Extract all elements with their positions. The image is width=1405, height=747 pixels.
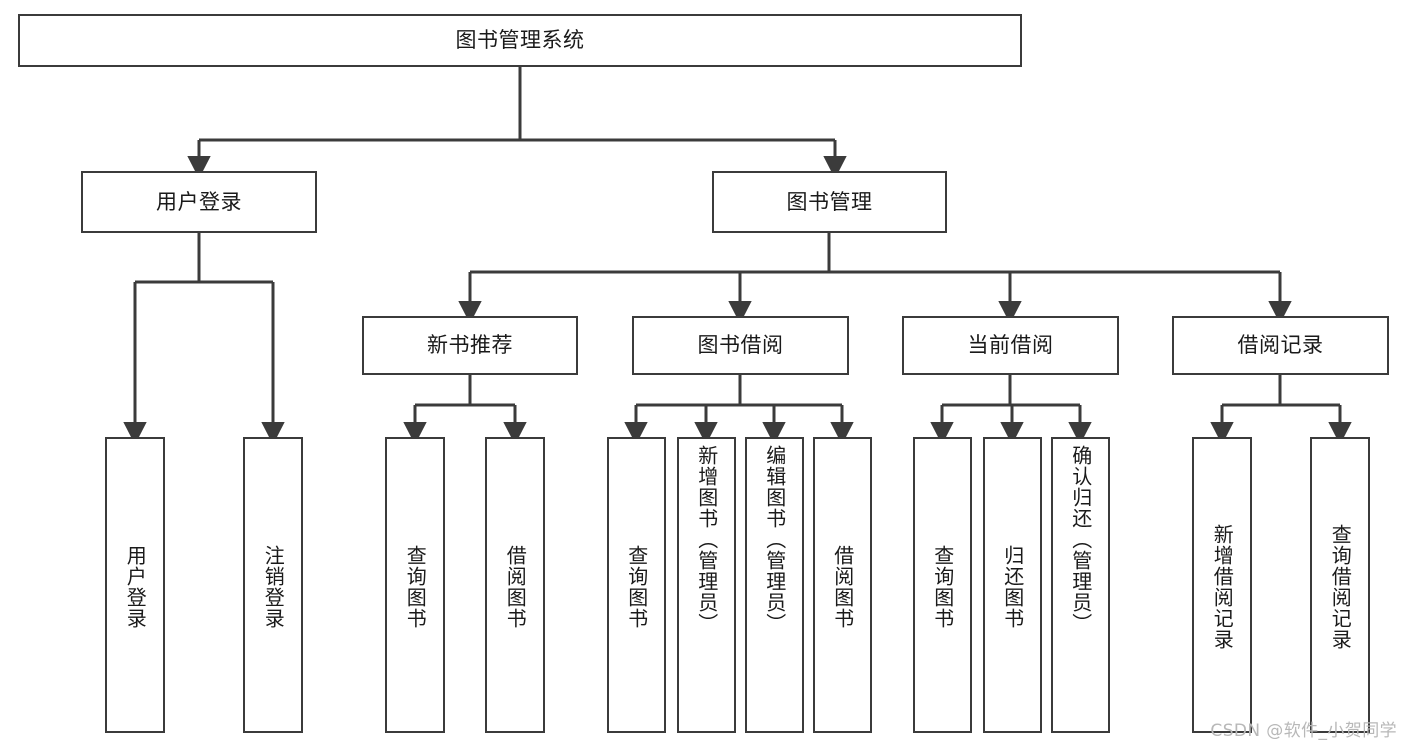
leaf-query-borrow-record[interactable]: 查询借阅记录 <box>1310 437 1370 733</box>
node-borrow-record-label: 借阅记录 <box>1237 333 1324 358</box>
edges-newbook-leaves <box>403 375 527 445</box>
leaf-user-logout[interactable]: 注销登录 <box>243 437 303 733</box>
edges-bookmanage-level3 <box>458 233 1292 324</box>
leaf-user-login[interactable]: 用户登录 <box>105 437 165 733</box>
leaf-borrow-book-recommend-label: 借阅图书 <box>503 545 528 629</box>
node-root-label: 图书管理系统 <box>455 28 585 53</box>
edges-bookborrow-leaves <box>624 375 854 445</box>
node-book-borrow-label: 图书借阅 <box>697 333 784 358</box>
edges-currentborrow-leaves <box>930 375 1092 445</box>
edges-borrowrecord-leaves <box>1210 375 1352 445</box>
node-new-book-recommend[interactable]: 新书推荐 <box>362 316 578 375</box>
node-book-manage-label: 图书管理 <box>786 189 873 214</box>
leaf-query-book[interactable]: 查询图书 <box>607 437 666 733</box>
node-borrow-record[interactable]: 借阅记录 <box>1172 316 1389 375</box>
node-book-manage[interactable]: 图书管理 <box>712 171 947 233</box>
leaf-edit-book-admin-label: 编辑图书（管理员） <box>762 445 787 634</box>
leaf-query-book-recommend[interactable]: 查询图书 <box>385 437 445 733</box>
leaf-return-book-label: 归还图书 <box>1000 545 1025 629</box>
node-book-borrow[interactable]: 图书借阅 <box>632 316 849 375</box>
leaf-query-borrow-record-label: 查询借阅记录 <box>1328 524 1353 650</box>
edges-userlogin-leaves <box>123 233 285 445</box>
leaf-user-logout-label: 注销登录 <box>261 545 286 629</box>
node-user-login[interactable]: 用户登录 <box>81 171 317 233</box>
edges-root-level2 <box>187 67 847 179</box>
leaf-return-book[interactable]: 归还图书 <box>983 437 1042 733</box>
leaf-confirm-return-admin-label: 确认归还（管理员） <box>1068 445 1093 634</box>
leaf-query-book-recommend-label: 查询图书 <box>403 545 428 629</box>
leaf-query-book-current[interactable]: 查询图书 <box>913 437 972 733</box>
leaf-query-book-current-label: 查询图书 <box>930 545 955 629</box>
node-user-login-label: 用户登录 <box>156 189 242 214</box>
leaf-edit-book-admin[interactable]: 编辑图书（管理员） <box>745 437 804 733</box>
leaf-borrow-book[interactable]: 借阅图书 <box>813 437 872 733</box>
node-root[interactable]: 图书管理系统 <box>18 14 1022 67</box>
leaf-query-book-label: 查询图书 <box>624 545 649 629</box>
leaf-add-borrow-record[interactable]: 新增借阅记录 <box>1192 437 1252 733</box>
leaf-add-borrow-record-label: 新增借阅记录 <box>1210 524 1235 650</box>
leaf-user-login-label: 用户登录 <box>123 545 148 629</box>
node-current-borrow[interactable]: 当前借阅 <box>902 316 1119 375</box>
leaf-add-book-admin-label: 新增图书（管理员） <box>694 445 719 634</box>
leaf-add-book-admin[interactable]: 新增图书（管理员） <box>677 437 736 733</box>
node-new-book-recommend-label: 新书推荐 <box>427 333 513 358</box>
leaf-borrow-book-recommend[interactable]: 借阅图书 <box>485 437 545 733</box>
node-current-borrow-label: 当前借阅 <box>967 333 1054 358</box>
leaf-borrow-book-label: 借阅图书 <box>830 545 855 629</box>
leaf-confirm-return-admin[interactable]: 确认归还（管理员） <box>1051 437 1110 733</box>
